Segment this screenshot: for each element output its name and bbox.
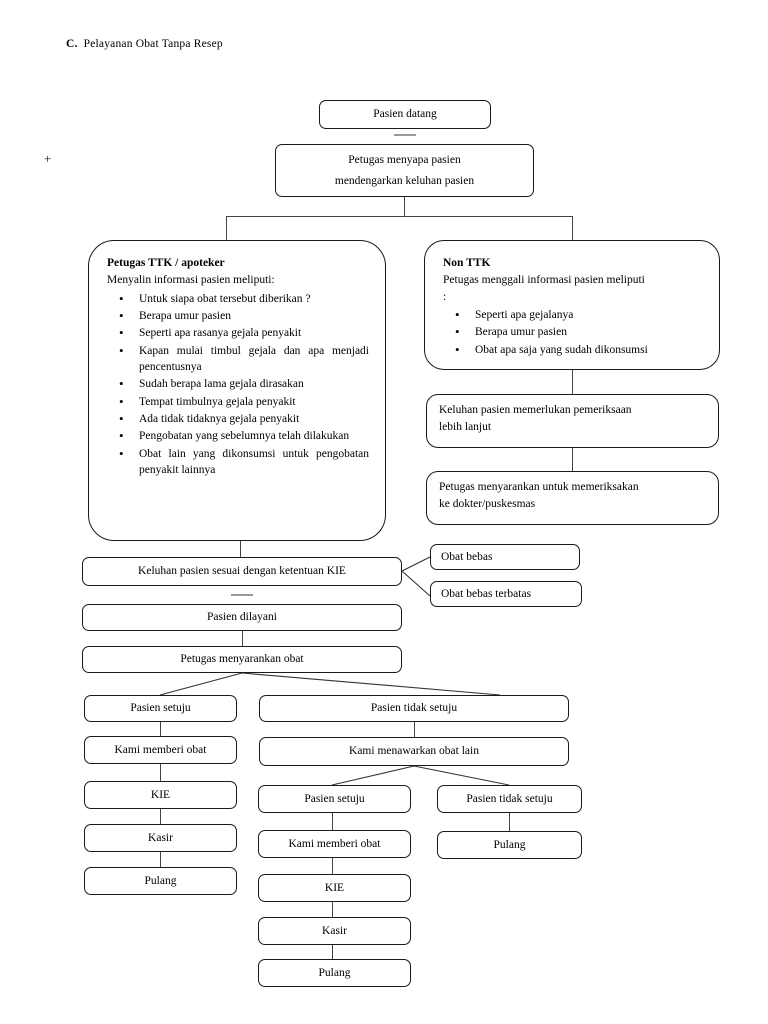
node-ketentuan-kie[interactable]: Keluhan pasien sesuai dengan ketentuan K…	[82, 557, 402, 586]
node-kami-memberi-obat-left[interactable]: Kami memberi obat	[84, 736, 237, 764]
connector-setuju-mid-to-beri-obat	[332, 813, 333, 830]
connector-dash-kie	[231, 594, 253, 596]
connector-split-bar	[226, 216, 573, 217]
node-pasien-datang[interactable]: Pasien datang	[319, 100, 491, 129]
list-item: Sudah berapa lama gejala dirasakan	[119, 375, 369, 394]
list-item: Berapa umur pasien	[119, 307, 369, 326]
connector-kasir-to-pulang-left	[160, 852, 161, 867]
node-saran-periksa-dokter-line2: ke dokter/puskesmas	[439, 498, 536, 511]
node-kami-menawarkan-obat-lain[interactable]: Kami menawarkan obat lain	[259, 737, 569, 766]
node-petugas-menyapa-line2: mendengarkan keluhan pasien	[334, 175, 475, 188]
panel-ttk-title: Petugas TTK / apoteker	[107, 257, 225, 269]
connector-exam-to-refer	[572, 448, 573, 471]
panel-nonttk-title: Non TTK	[443, 257, 491, 269]
node-pulang-right[interactable]: Pulang	[437, 831, 582, 859]
node-kie-left[interactable]: KIE	[84, 781, 237, 809]
list-item: Tempat timbulnya gejala penyakit	[119, 393, 369, 412]
list-item: Kapan mulai timbul gejala dan apa menjad…	[119, 342, 369, 376]
panel-non-ttk[interactable]: Non TTK Petugas menggali informasi pasie…	[424, 240, 720, 370]
panel-nonttk-subtitle-cont: :	[443, 290, 447, 303]
node-petugas-menyapa[interactable]: Petugas menyapa pasien mendengarkan kelu…	[275, 144, 534, 197]
list-item: Ada tidak tidaknya gejala penyakit	[119, 410, 369, 429]
list-item: Obat apa saja yang sudah dikonsumsi	[455, 341, 703, 360]
node-petugas-menyapa-line1: Petugas menyapa pasien	[348, 154, 461, 166]
section-title: Pelayanan Obat Tanpa Resep	[83, 38, 223, 50]
node-kasir-left[interactable]: Kasir	[84, 824, 237, 852]
panel-ttk-subtitle: Menyalin informasi pasien meliputi:	[107, 274, 275, 287]
node-pulang-mid[interactable]: Pulang	[258, 959, 411, 987]
node-kami-memberi-obat-mid[interactable]: Kami memberi obat	[258, 830, 411, 858]
connector-ttk-to-kie-rule	[240, 541, 241, 557]
node-keluhan-perlu-pemeriksaan[interactable]: Keluhan pasien memerlukan pemeriksaan le…	[426, 394, 719, 448]
connector-split-right	[572, 216, 573, 241]
connector-beri-obat-to-kie-left	[160, 764, 161, 781]
connector-beri-obat-to-kie-mid	[332, 858, 333, 874]
node-obat-bebas[interactable]: Obat bebas	[430, 544, 580, 570]
node-pasien-tidak-setuju[interactable]: Pasien tidak setuju	[259, 695, 569, 722]
node-petugas-menyarankan-obat[interactable]: Petugas menyarankan obat	[82, 646, 402, 673]
connector-kie-to-kasir-left	[160, 809, 161, 824]
panel-nonttk-list: Seperti apa gejalanya Berapa umur pasien…	[443, 306, 703, 360]
panel-ttk-list: Untuk siapa obat tersebut diberikan ? Be…	[107, 290, 369, 479]
connector-nonttk-to-exam	[572, 370, 573, 394]
connector-tidak-setuju-to-tawar	[414, 722, 415, 737]
list-item: Seperti apa gejalanya	[455, 306, 703, 325]
connector-dilayani-to-saran	[242, 631, 243, 646]
node-keluhan-perlu-pemeriksaan-line1: Keluhan pasien memerlukan pemeriksaan	[439, 404, 632, 416]
list-item: Untuk siapa obat tersebut diberikan ?	[119, 290, 369, 309]
margin-plus-marker: +	[44, 151, 52, 166]
node-pasien-setuju-mid[interactable]: Pasien setuju	[258, 785, 411, 813]
connector-setuju-to-beri-obat	[160, 722, 161, 736]
connector-greet-down	[404, 197, 405, 216]
node-kie-mid[interactable]: KIE	[258, 874, 411, 902]
connector-split-left	[226, 216, 227, 241]
node-obat-bebas-terbatas[interactable]: Obat bebas terbatas	[430, 581, 582, 607]
node-keluhan-perlu-pemeriksaan-line2: lebih lanjut	[439, 421, 492, 434]
node-saran-periksa-dokter[interactable]: Petugas menyarankan untuk memeriksakan k…	[426, 471, 719, 525]
list-item: Obat lain yang dikonsumsi untuk pengobat…	[119, 445, 369, 479]
node-pasien-setuju-left[interactable]: Pasien setuju	[84, 695, 237, 722]
page-title: C. Pelayanan Obat Tanpa Resep	[66, 38, 223, 50]
connector-kie-to-kasir-mid	[332, 902, 333, 917]
node-pulang-left[interactable]: Pulang	[84, 867, 237, 895]
section-letter: C.	[66, 38, 78, 50]
node-pasien-tidak-setuju-right[interactable]: Pasien tidak setuju	[437, 785, 582, 813]
list-item: Berapa umur pasien	[455, 323, 703, 342]
connector-tidak-setuju-to-pulang-right	[509, 813, 510, 831]
node-kasir-mid[interactable]: Kasir	[258, 917, 411, 945]
panel-nonttk-subtitle: Petugas menggali informasi pasien melipu…	[443, 274, 645, 287]
list-item: Seperti apa rasanya gejala penyakit	[119, 324, 369, 343]
connector-dash-start	[394, 134, 416, 136]
node-pasien-dilayani[interactable]: Pasien dilayani	[82, 604, 402, 631]
node-saran-periksa-dokter-line1: Petugas menyarankan untuk memeriksakan	[439, 481, 639, 493]
list-item: Pengobatan yang sebelumnya telah dilakuk…	[119, 427, 369, 446]
connector-kasir-to-pulang-mid	[332, 945, 333, 959]
panel-petugas-ttk[interactable]: Petugas TTK / apoteker Menyalin informas…	[88, 240, 386, 541]
